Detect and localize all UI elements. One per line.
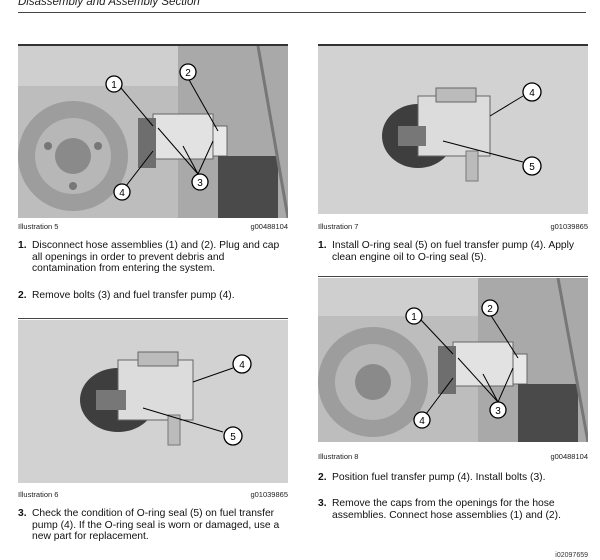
step-text: Remove bolts (3) and fuel transfer pump … (32, 290, 235, 301)
illustration-8-photo: 1 2 3 4 (318, 278, 588, 442)
illustration-label: Illustration 5 (18, 222, 59, 231)
illustration-code: g01039865 (250, 490, 288, 499)
step-text: Check the condition of O-ring seal (5) o… (32, 508, 280, 542)
callout-4: 4 (119, 188, 125, 199)
step-number: 2. (18, 290, 27, 301)
right-step-1: 1. Install O-ring seal (5) on fuel trans… (318, 240, 588, 263)
left-step-1: 1. Disconnect hose assemblies (1) and (2… (18, 240, 288, 275)
section-header: Disassembly and Assembly Section (18, 0, 200, 8)
step-text: Disconnect hose assemblies (1) and (2). … (32, 240, 280, 274)
left-step-3: 3. Check the condition of O-ring seal (5… (18, 508, 288, 543)
callout-2: 2 (185, 68, 191, 79)
illustration-7-caption: Illustration 7 g01039865 (318, 222, 588, 231)
step-number: 3. (18, 508, 27, 519)
illustration-5-photo: 1 2 3 4 (18, 44, 288, 218)
step-text: Install O-ring seal (5) on fuel transfer… (332, 240, 575, 263)
illustration-5-caption: Illustration 5 g00488104 (18, 222, 288, 231)
fuel-pump-photo: 4 5 (318, 46, 588, 214)
callout-5: 5 (230, 432, 236, 443)
callout-3: 3 (495, 406, 501, 417)
engine-hose-photo: 1 2 3 4 (18, 46, 288, 218)
left-step-2: 2. Remove bolts (3) and fuel transfer pu… (18, 290, 288, 302)
right-step-2: 2. Position fuel transfer pump (4). Inst… (318, 472, 588, 484)
illustration-6-photo: 4 5 (18, 320, 288, 483)
section-rule (18, 318, 288, 319)
callout-1: 1 (111, 80, 117, 91)
step-text: Position fuel transfer pump (4). Install… (332, 472, 546, 483)
illustration-code: g01039865 (550, 222, 588, 231)
illustration-7-photo: 4 5 (318, 44, 588, 214)
callout-2: 2 (487, 304, 493, 315)
right-step-3: 3. Remove the caps from the openings for… (318, 498, 588, 521)
callout-5: 5 (529, 162, 535, 173)
step-number: 2. (318, 472, 327, 483)
step-number: 3. (318, 498, 327, 509)
callout-1: 1 (411, 312, 417, 323)
callout-4: 4 (529, 88, 535, 99)
fuel-pump-photo: 4 5 (18, 320, 288, 483)
illustration-8-caption: Illustration 8 g00488104 (318, 452, 588, 461)
document-id: i02097659 (555, 552, 588, 559)
callout-4: 4 (239, 360, 245, 371)
illustration-label: Illustration 7 (318, 222, 359, 231)
step-number: 1. (18, 240, 27, 251)
callout-4: 4 (419, 416, 425, 427)
section-rule (318, 276, 588, 277)
header-rule (18, 12, 586, 13)
step-text: Remove the caps from the openings for th… (332, 498, 561, 521)
step-number: 1. (318, 240, 327, 251)
illustration-label: Illustration 6 (18, 490, 59, 499)
illustration-label: Illustration 8 (318, 452, 359, 461)
illustration-code: g00488104 (550, 452, 588, 461)
engine-hose-photo: 1 2 3 4 (318, 278, 588, 442)
callout-3: 3 (197, 178, 203, 189)
illustration-code: g00488104 (250, 222, 288, 231)
illustration-6-caption: Illustration 6 g01039865 (18, 490, 288, 499)
